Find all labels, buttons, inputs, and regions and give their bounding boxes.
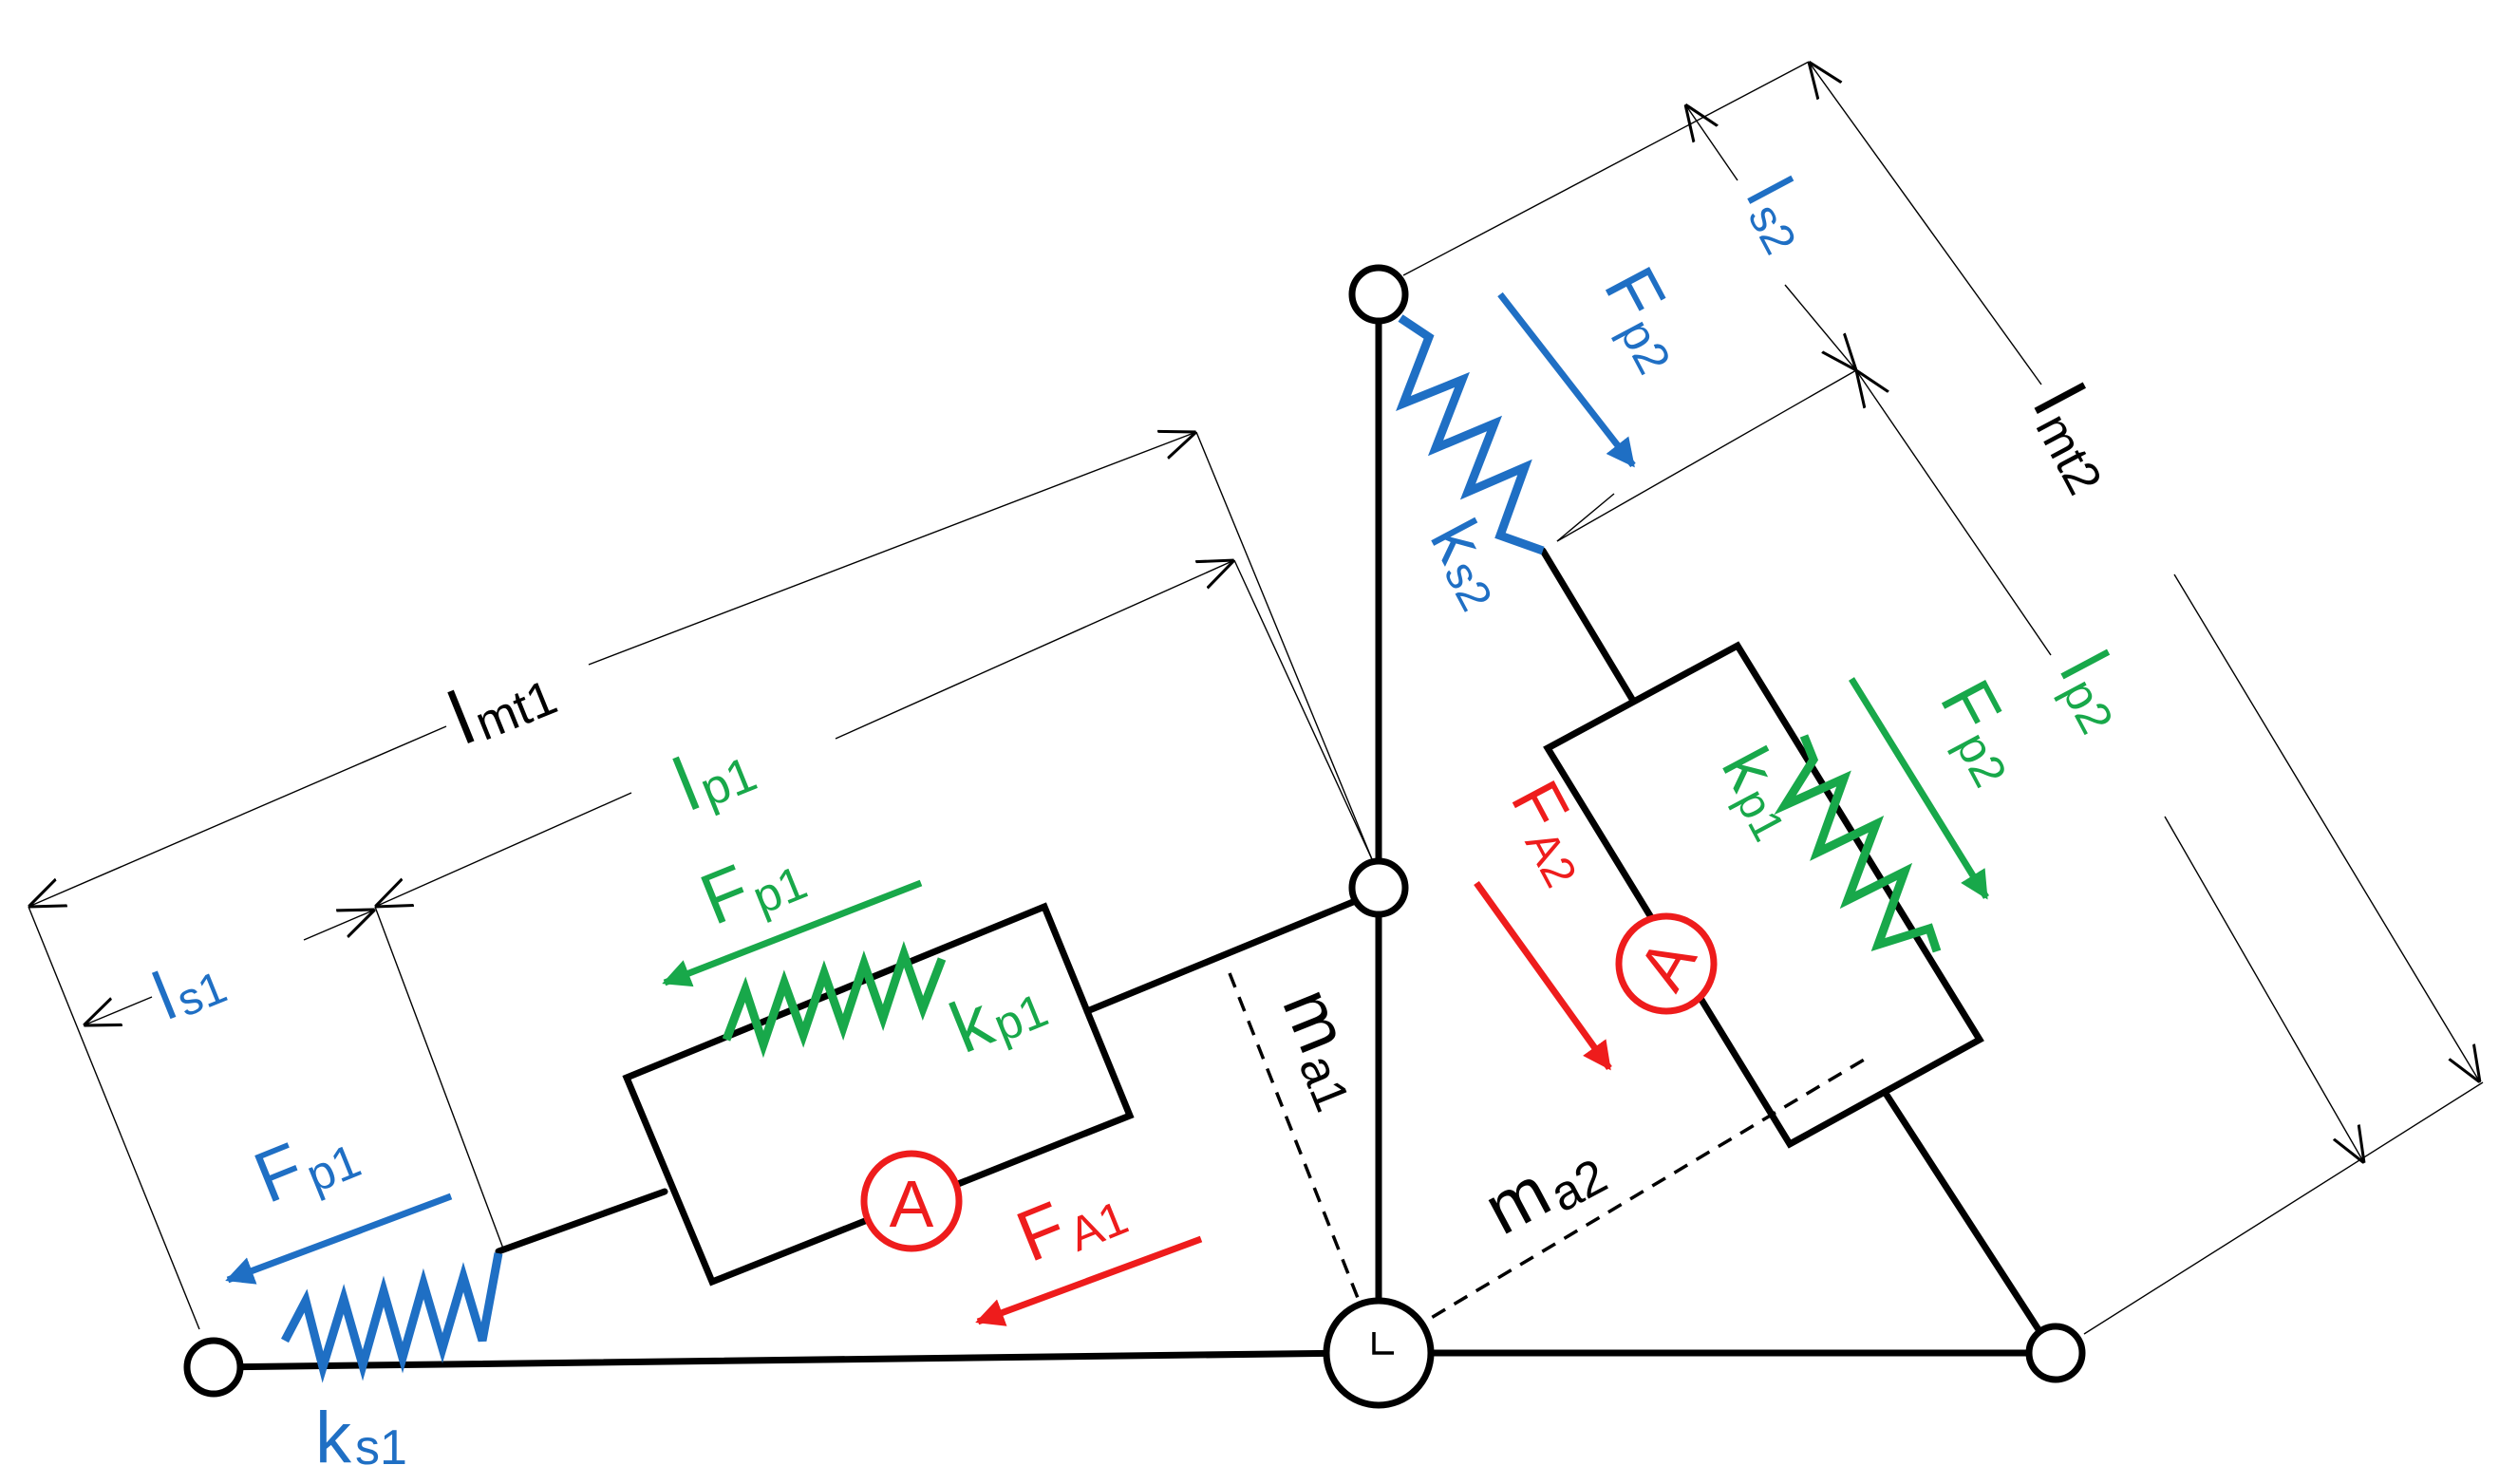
- actuator-1-circle: [860, 1150, 963, 1252]
- actuator-2-circle: [1615, 912, 1718, 1015]
- joints: [183, 264, 2086, 1409]
- label-ma2: ma2: [1472, 1123, 1616, 1252]
- label-lmt2: lmt2: [2015, 371, 2140, 503]
- moment-arm-1-line: [1228, 972, 1374, 1335]
- label-fa2: FA2: [1494, 769, 1610, 895]
- ext-right-mt1: [1195, 431, 1373, 860]
- force-fp1-blue-arrow: [225, 1193, 453, 1285]
- label-ks1: ks1: [315, 1398, 407, 1478]
- muscle-box-2: [1543, 641, 1984, 1149]
- spring-ks1: [281, 1252, 503, 1383]
- tendon-connector-1: [495, 1188, 668, 1255]
- bone-left: [210, 1349, 1357, 1371]
- ext-top-mt2: [1402, 61, 1810, 276]
- ext-bottom-mt2: [2083, 1081, 2484, 1335]
- dim-lmt1-left: [28, 725, 447, 907]
- muscle-connector-2: [1881, 1088, 2045, 1338]
- dimensions-right: [1402, 61, 2484, 1335]
- muscle-connector-1: [1083, 898, 1357, 1015]
- label-fa1: FA1: [1006, 1163, 1136, 1279]
- dim-lmt2-bottom: [2173, 573, 2480, 1082]
- actuator-1: A: [860, 1150, 963, 1252]
- label-kp1-left: kp1: [940, 959, 1056, 1068]
- label-lp2: lp2: [2042, 639, 2150, 742]
- muscle-tendon-unit-2: [1539, 547, 2045, 1338]
- dim-lmt2-top: [1809, 62, 2042, 385]
- joint-right: [2025, 1323, 2086, 1383]
- dim-lp2-bottom: [2164, 816, 2364, 1163]
- moment-arm-2-line: [1387, 1057, 1867, 1345]
- dim-ls2-top: [1685, 104, 1738, 181]
- label-fp1-green: Fp1: [690, 828, 815, 942]
- joint-top: [1348, 264, 1409, 325]
- dim-ls2-bottom: [1784, 284, 1856, 370]
- skeleton: [210, 298, 2059, 1371]
- force-fp2-blue-arrow: [1497, 291, 1636, 468]
- joint-center-marker: [1372, 1332, 1394, 1355]
- label-lmt1: lmt1: [438, 644, 565, 761]
- dim-lp2-top: [1856, 370, 2052, 656]
- tendon-connector-2: [1539, 547, 1637, 704]
- dimensions-left: [28, 431, 1373, 1330]
- label-lp1: lp1: [663, 720, 764, 826]
- dim-ls1-right: [303, 910, 375, 941]
- dim-lp1-left: [375, 792, 632, 907]
- spring-ks2: [1396, 314, 1545, 555]
- label-ls1: ls1: [143, 939, 235, 1035]
- force-fa2-arrow: [1474, 880, 1612, 1071]
- spring-kp1: [722, 941, 947, 1059]
- actuator-2: A: [1615, 912, 1718, 1015]
- joint-middle: [1348, 857, 1409, 918]
- label-ls2: ls2: [1729, 166, 1830, 262]
- force-fp2-green-arrow: [1849, 677, 1989, 900]
- ext-left-p1: [374, 906, 504, 1249]
- ext-ks2-bottom: [1556, 369, 1857, 542]
- ext-right-p1: [1233, 559, 1373, 860]
- ext-left-1: [28, 906, 200, 1330]
- label-fp2-blue: Fp2: [1587, 254, 1707, 382]
- dim-ls1-left: [84, 996, 153, 1025]
- joint-left: [183, 1337, 244, 1398]
- dim-lp1-right: [835, 560, 1234, 740]
- actuator-1-label: A: [890, 1167, 934, 1241]
- force-fp1-green-arrow: [662, 879, 923, 987]
- label-fp1-blue: Fp1: [244, 1106, 368, 1220]
- label-kp1-right: kp1: [1707, 736, 1815, 850]
- ext-ks2-top: [1556, 493, 1615, 542]
- force-fa1-arrow: [975, 1235, 1203, 1326]
- label-ma1: ma1: [1264, 978, 1385, 1119]
- label-fp2-green: Fp2: [1923, 667, 2043, 795]
- dim-lmt1-right: [588, 432, 1196, 666]
- spring-kp2: [1774, 734, 1942, 953]
